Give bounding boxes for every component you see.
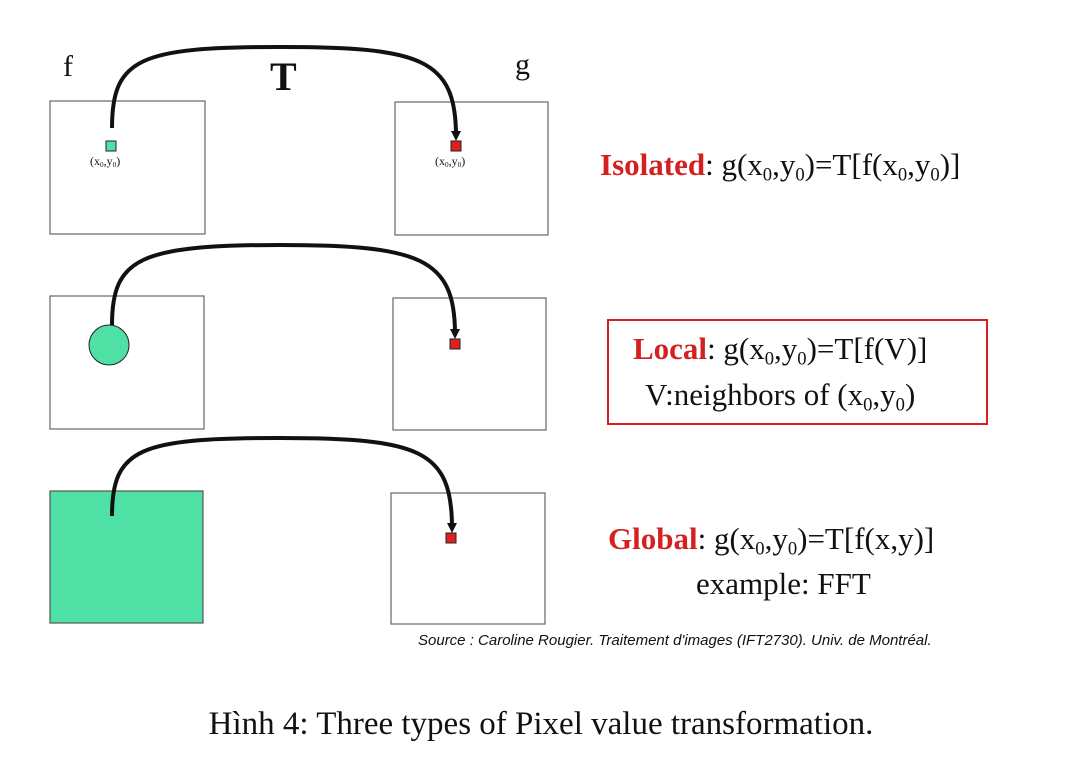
local-equation-line2: V:neighbors of (x0,y0) bbox=[645, 377, 916, 416]
figure-caption: Hình 4: Three types of Pixel value trans… bbox=[208, 706, 874, 742]
source-citation: Source : Caroline Rougier. Traitement d'… bbox=[418, 632, 932, 649]
coord-label-source: (x0,y0) bbox=[90, 154, 121, 170]
target-image-g-isolated bbox=[394, 101, 549, 236]
source-neighborhood-green bbox=[88, 324, 130, 366]
transform-arrow-global bbox=[110, 435, 457, 533]
global-equation-line2: example: FFT bbox=[696, 566, 871, 601]
label-f: f bbox=[63, 50, 73, 83]
local-equation-box bbox=[607, 319, 988, 425]
isolated-equation: Isolated: g(x0,y0)=T[f(x0,y0)] bbox=[600, 147, 961, 186]
global-title: Global bbox=[608, 521, 698, 556]
source-image-f-local bbox=[49, 295, 205, 430]
source-image-f-global bbox=[49, 490, 204, 624]
target-pixel-red-isolated bbox=[450, 140, 462, 152]
isolated-title: Isolated bbox=[600, 147, 706, 182]
target-image-g-global bbox=[390, 492, 546, 625]
transform-arrow-isolated bbox=[110, 44, 461, 141]
label-T: T bbox=[270, 54, 297, 99]
source-image-f-isolated bbox=[49, 100, 206, 235]
local-title: Local bbox=[633, 331, 708, 366]
label-g: g bbox=[515, 48, 530, 81]
global-equation-line1: Global: g(x0,y0)=T[f(x,y)] bbox=[608, 521, 935, 560]
target-pixel-red-global bbox=[445, 532, 457, 544]
source-pixel-green bbox=[105, 140, 117, 152]
transform-arrow-local bbox=[110, 242, 460, 339]
coord-label-target: (x0,y0) bbox=[435, 154, 466, 170]
local-equation-line1: Local: g(x0,y0)=T[f(V)] bbox=[633, 331, 928, 370]
target-pixel-red-local bbox=[449, 338, 461, 350]
target-image-g-local bbox=[392, 297, 547, 431]
